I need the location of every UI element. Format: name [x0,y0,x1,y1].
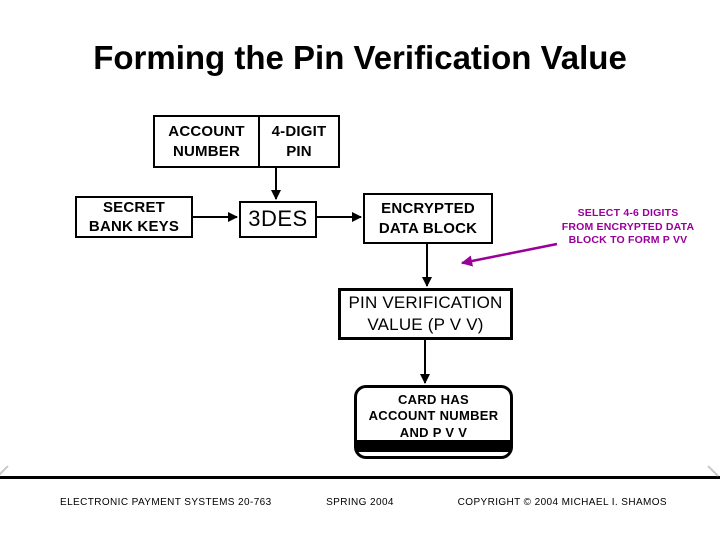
3des-label: 3DES [248,206,308,232]
select-note: SELECT 4-6 DIGITS FROM ENCRYPTED DATA BL… [538,207,718,248]
card-label-line2: ACCOUNT NUMBER [368,408,499,424]
secret-keys-label-line1: SECRET [102,198,166,216]
footer-term-label: SPRING 2004 [326,497,394,508]
pin-cell: 4-DIGIT PIN [260,117,338,166]
footer-copyright-label: COPYRIGHT © 2004 MICHAEL I. SHAMOS [457,497,667,508]
encrypted-data-block-box: ENCRYPTED DATA BLOCK [363,193,493,244]
account-number-cell: ACCOUNT NUMBER [155,117,260,166]
pin-label-line2: PIN [286,142,312,160]
encrypted-label-line1: ENCRYPTED [381,200,475,217]
select-note-line1: SELECT 4-6 DIGITS [577,207,679,219]
3des-box: 3DES [239,201,317,238]
card-shape: CARD HAS ACCOUNT NUMBER AND P V V [354,385,513,459]
footer-course-label: ELECTRONIC PAYMENT SYSTEMS 20-763 [60,497,272,508]
pvv-box: PIN VERIFICATION VALUE (P V V) [338,288,513,340]
select-note-line2: FROM ENCRYPTED DATA [561,220,695,233]
magnetic-stripe [357,440,510,452]
select-note-line3: BLOCK TO FORM P VV [568,234,688,247]
pin-label-line1: 4-DIGIT [271,123,327,140]
footer-divider [0,476,720,479]
account-pin-box: ACCOUNT NUMBER 4-DIGIT PIN [153,115,340,168]
pvv-label-line2: VALUE (P V V) [367,315,484,334]
account-number-label-line1: ACCOUNT [168,123,245,140]
secret-bank-keys-box: SECRET BANK KEYS [75,196,193,238]
card-text: CARD HAS ACCOUNT NUMBER AND P V V [357,388,510,441]
card-label-line1: CARD HAS [397,392,469,407]
encrypted-label-line2: DATA BLOCK [378,219,478,237]
secret-keys-label-line2: BANK KEYS [88,218,180,235]
card-label-line3: AND P V V [399,424,468,440]
pvv-label-line1: PIN VERIFICATION [348,292,503,312]
slide-title: Forming the Pin Verification Value [93,39,627,76]
account-number-label-line2: NUMBER [172,142,241,160]
select-note-arrow [460,242,558,267]
